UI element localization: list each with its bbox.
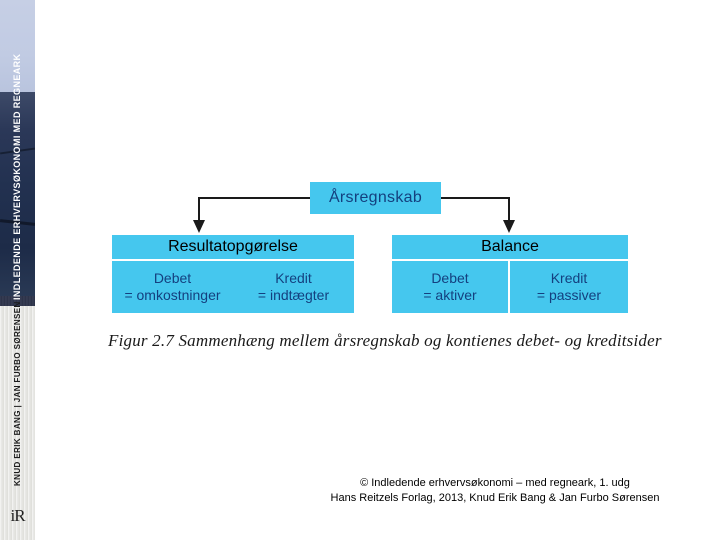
spine-sky-section xyxy=(0,0,35,92)
cell-resultat-kredit-value: = indtægter xyxy=(257,287,330,303)
cell-balance-kredit-value: = passiver xyxy=(536,287,602,303)
book-title-vertical: INDLEDENDE ERHVERVSØKONOMI MED REGNEARK xyxy=(12,53,22,300)
cell-resultat-kredit: Kredit = indtægter xyxy=(233,261,354,313)
spine-light-photo-section xyxy=(0,306,35,540)
cell-balance-debet-title: Debet xyxy=(431,270,469,286)
cell-balance-debet: Debet = aktiver xyxy=(392,261,510,313)
node-resultatopgorelse-header: Resultatopgørelse xyxy=(112,235,354,261)
connector-left-horizontal-stub xyxy=(270,197,310,199)
book-spine-graphic: INDLEDENDE ERHVERVSØKONOMI MED REGNEARK … xyxy=(0,0,35,540)
cell-resultat-debet-value: = omkostninger xyxy=(124,287,221,303)
publisher-logo: iR xyxy=(10,506,25,525)
arrowhead-left xyxy=(193,220,205,233)
node-resultatopgorelse-body: Debet = omkostninger Kredit = indtægter xyxy=(112,261,354,313)
cell-balance-kredit-title: Kredit xyxy=(550,270,588,286)
node-arsregnskab: Årsregnskab xyxy=(310,182,441,214)
figure-diagram: Årsregnskab Resultatopgørelse Debet = om… xyxy=(35,0,720,540)
cell-resultat-debet: Debet = omkostninger xyxy=(112,261,233,313)
copyright-notice: © Indledende erhvervsøkonomi – med regne… xyxy=(300,476,690,506)
node-balance: Balance Debet = aktiver Kredit = passive… xyxy=(392,235,628,313)
cell-resultat-kredit-title: Kredit xyxy=(275,270,312,286)
node-balance-header: Balance xyxy=(392,235,628,261)
connector-left-vertical xyxy=(198,197,200,222)
copyright-line-1: © Indledende erhvervsøkonomi – med regne… xyxy=(360,477,630,489)
connector-right-horizontal xyxy=(441,197,510,199)
node-balance-title: Balance xyxy=(481,238,539,255)
spine-dark-photo-section xyxy=(0,92,35,300)
copyright-line-2: Hans Reitzels Forlag, 2013, Knud Erik Ba… xyxy=(330,492,660,504)
book-authors-vertical: KNUD ERIK BANG | JAN FURBO SØRENSEN xyxy=(13,301,22,486)
cell-balance-debet-value: = aktiver xyxy=(423,287,477,303)
cell-resultat-debet-title: Debet xyxy=(153,270,192,286)
cell-balance-kredit: Kredit = passiver xyxy=(510,261,628,313)
node-arsregnskab-label: Årsregnskab xyxy=(328,189,423,206)
connector-left-horizontal xyxy=(198,197,272,199)
node-balance-body: Debet = aktiver Kredit = passiver xyxy=(392,261,628,313)
figure-caption: Figur 2.7 Sammenhæng mellem årsregnskab … xyxy=(108,331,662,350)
connector-right-vertical xyxy=(508,197,510,222)
node-resultatopgorelse: Resultatopgørelse Debet = omkostninger K… xyxy=(112,235,354,313)
arrowhead-right xyxy=(503,220,515,233)
node-resultatopgorelse-title: Resultatopgørelse xyxy=(168,238,298,255)
spine-divider-band xyxy=(0,296,35,306)
